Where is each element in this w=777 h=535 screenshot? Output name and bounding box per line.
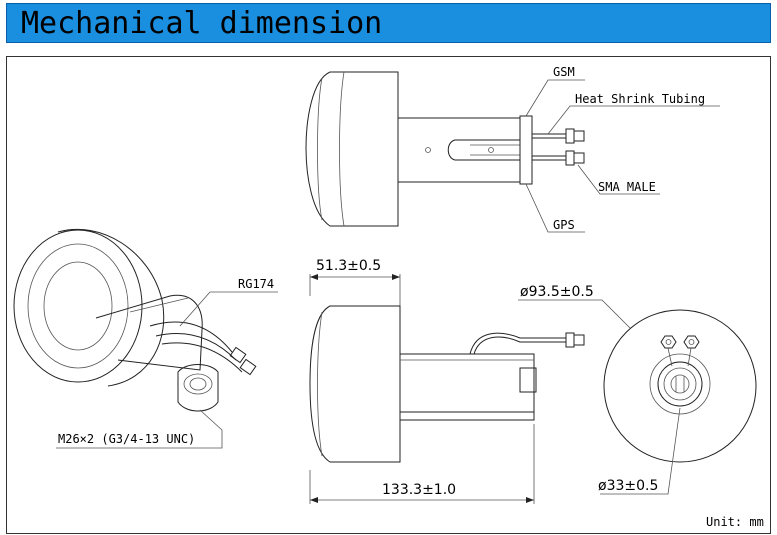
dim-height: 51.3±0.5	[316, 258, 381, 274]
dim-diameter-inner: ø33±0.5	[598, 478, 658, 494]
iso-body	[95, 294, 203, 371]
top-view-body	[397, 117, 521, 183]
iso-dome-front	[13, 229, 143, 383]
top-view-dome	[305, 71, 399, 227]
side-view: 51.3±0.5 133.3±1.0	[309, 258, 585, 504]
label-gsm: GSM	[553, 65, 575, 79]
front-outer-circle	[603, 309, 757, 463]
label-gps: GPS	[553, 218, 575, 232]
label-sma-male: SMA MALE	[598, 180, 656, 194]
drawing-frame	[6, 56, 771, 534]
label-heat-shrink: Heat Shrink Tubing	[575, 92, 705, 106]
isometric-view: RG174 M26×2 (G3/4-13 UNC)	[13, 228, 278, 449]
label-rg174: RG174	[238, 277, 274, 291]
dim-diameter-outer: ø93.5±0.5	[520, 284, 594, 300]
flange	[519, 115, 533, 185]
cable-bundle	[447, 139, 521, 161]
iso-thread-nut	[177, 364, 219, 412]
front-view: ø93.5±0.5 ø33±0.5	[518, 284, 757, 495]
unit-label: Unit: mm	[706, 515, 764, 529]
top-view: GSM Heat Shrink Tubing SMA MALE GPS	[305, 65, 720, 233]
label-thread: M26×2 (G3/4-13 UNC)	[58, 432, 195, 446]
dim-length: 133.3±1.0	[382, 482, 456, 498]
page-title: Mechanical dimension	[21, 6, 383, 41]
header-bar: Mechanical dimension	[6, 3, 771, 43]
side-view-dome	[309, 305, 401, 463]
side-view-body	[399, 353, 535, 413]
